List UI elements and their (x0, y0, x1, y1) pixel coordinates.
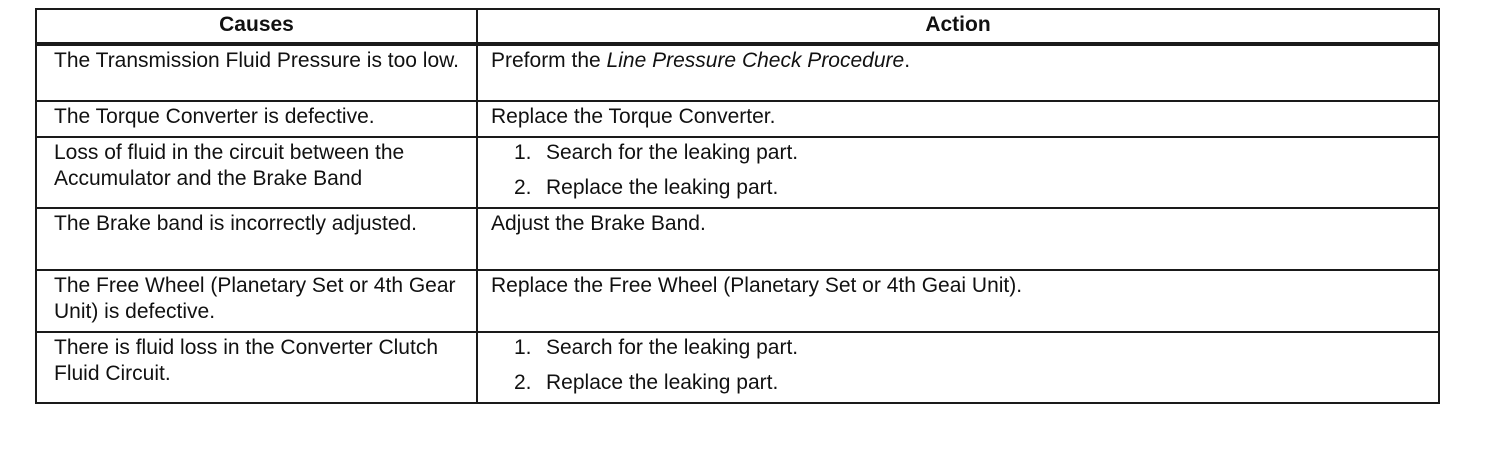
action-step: 1. Search for the leaking part. (491, 335, 1432, 361)
action-cell: Replace the Free Wheel (Planetary Set or… (476, 269, 1440, 333)
action-text: Preform the (491, 49, 607, 72)
header-row: Causes Action (35, 8, 1440, 46)
step-text: Replace the leaking part. (546, 176, 779, 199)
step-number: 2. (514, 371, 532, 394)
cause-cell: Loss of fluid in the circuit between the… (35, 136, 478, 209)
action-step: 2. Replace the leaking part. (491, 175, 1432, 201)
step-number: 1. (514, 336, 532, 359)
cause-cell: The Free Wheel (Planetary Set or 4th Gea… (35, 269, 478, 333)
table-row: The Free Wheel (Planetary Set or 4th Gea… (35, 269, 1440, 333)
cause-cell: The Brake band is incorrectly adjusted. (35, 207, 478, 271)
action-text-end: . (904, 49, 911, 72)
header-causes: Causes (35, 8, 478, 46)
table-row: The Transmission Fluid Pressure is too l… (35, 43, 1440, 102)
step-number: 2. (514, 176, 532, 199)
table-body: The Transmission Fluid Pressure is too l… (35, 43, 1440, 404)
action-cell: 1. Search for the leaking part. 2. Replace… (476, 331, 1440, 404)
step-text: Search for the leaking part. (546, 336, 799, 359)
table-header: Causes Action (35, 8, 1440, 46)
action-step: 1. Search for the leaking part. (491, 140, 1432, 166)
table-row: There is fluid loss in the Converter Clu… (35, 331, 1440, 404)
action-cell: Preform the Line Pressure Check Procedur… (476, 43, 1440, 102)
cause-cell: The Transmission Fluid Pressure is too l… (35, 43, 478, 102)
action-steps: 1. Search for the leaking part. 2. Replace… (491, 335, 1432, 396)
step-number: 1. (514, 141, 532, 164)
step-text: Search for the leaking part. (546, 141, 799, 164)
action-steps: 1. Search for the leaking part. 2. Replace… (491, 140, 1432, 201)
step-text: Replace the leaking part. (546, 371, 779, 394)
action-cell: Replace the Torque Converter. (476, 100, 1440, 138)
header-action: Action (476, 8, 1440, 46)
table-row: Loss of fluid in the circuit between the… (35, 136, 1440, 209)
cause-cell: There is fluid loss in the Converter Clu… (35, 331, 478, 404)
table-row: The Torque Converter is defective. Repla… (35, 100, 1440, 138)
cause-cell: The Torque Converter is defective. (35, 100, 478, 138)
action-step: 2. Replace the leaking part. (491, 370, 1432, 396)
diagnosis-table: Causes Action The Transmission Fluid Pre… (35, 8, 1440, 404)
action-cell: Adjust the Brake Band. (476, 207, 1440, 271)
procedure-reference: Line Pressure Check Procedure (606, 49, 905, 72)
action-cell: 1. Search for the leaking part. 2. Replace… (476, 136, 1440, 209)
table-row: The Brake band is incorrectly adjusted. … (35, 207, 1440, 271)
